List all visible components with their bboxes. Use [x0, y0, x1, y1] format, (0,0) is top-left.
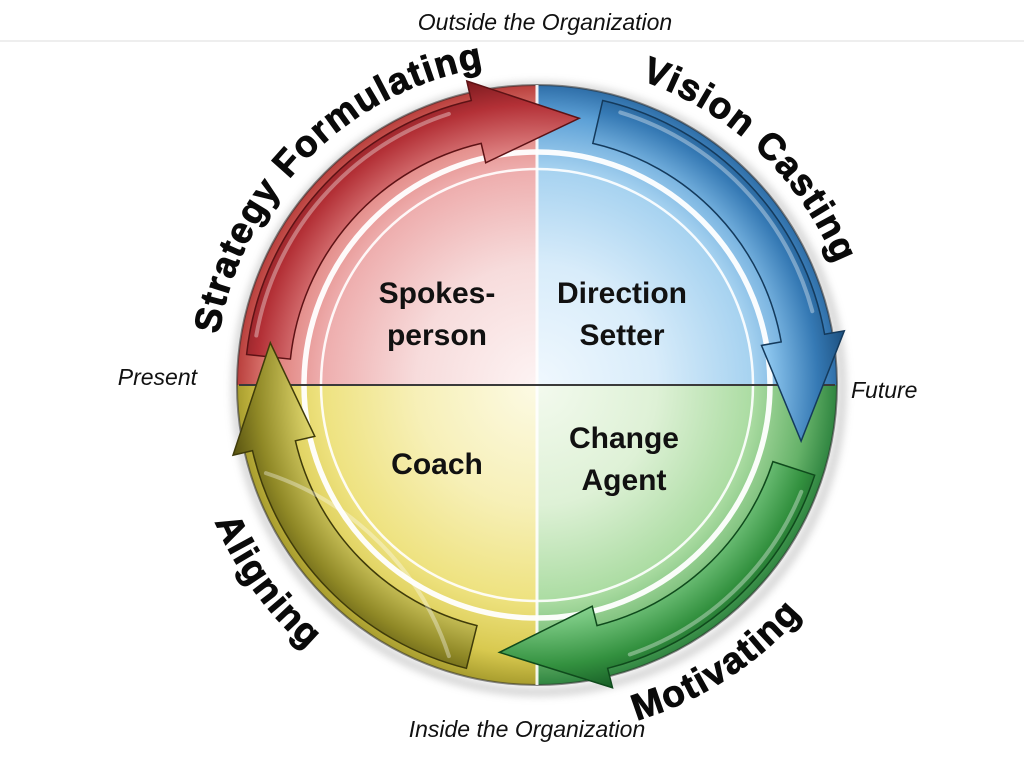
arrow-highlight-blue	[618, 110, 815, 314]
role-direction-setter-line2: Setter	[579, 319, 664, 352]
arrow-highlight-green	[627, 489, 804, 657]
quadrant-top-left-sector	[237, 85, 537, 385]
role-spokesperson-line1: Spokes-	[379, 277, 496, 310]
role-change-agent-line2: Agent	[582, 464, 667, 497]
arrow-aligning	[231, 340, 478, 670]
role-direction-setter-line1: Direction	[557, 277, 687, 310]
arrow-motivating	[497, 460, 816, 689]
arrow-strategy-formulating	[245, 79, 582, 360]
axis-label-right: Future	[851, 377, 917, 403]
axis-label-top: Outside the Organization	[418, 9, 672, 35]
arrow-highlight-yellow	[263, 471, 451, 659]
arrow-highlight-red	[254, 111, 451, 338]
quadrant-bottom-left-sector	[237, 385, 537, 685]
role-spokesperson-line2: person	[387, 319, 487, 352]
role-change-agent-line1: Change	[569, 422, 679, 455]
quadrant-top-right-sector	[537, 85, 837, 385]
role-coach-line1: Coach	[391, 448, 483, 481]
axis-label-bottom: Inside the Organization	[409, 716, 646, 742]
quadrant-bottom-right-sector	[537, 385, 837, 685]
axis-label-left: Present	[118, 364, 199, 390]
arrow-vision-casting	[591, 99, 846, 444]
